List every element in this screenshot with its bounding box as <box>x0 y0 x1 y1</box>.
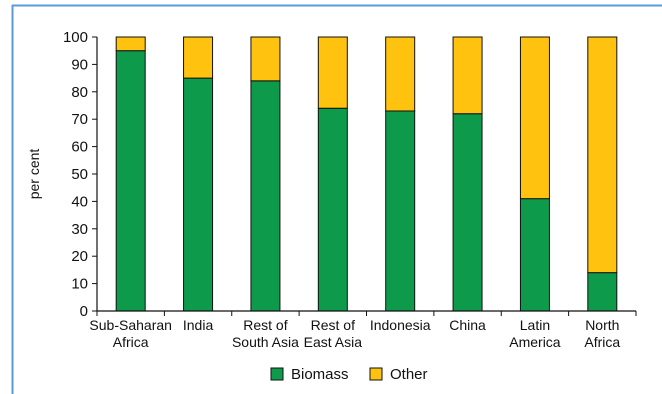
y-tick-label-60: 60 <box>71 139 88 156</box>
y-tick-label-40: 40 <box>71 193 88 210</box>
bar-segment-biomass-4 <box>385 110 416 312</box>
x-tick-label-line: Rest of <box>311 317 355 333</box>
y-axis-title: per cent <box>26 149 42 200</box>
x-tick-label-line: Latin <box>520 317 550 333</box>
x-tick-label-line: Africa <box>113 334 149 350</box>
bar-segment-other-2 <box>250 36 281 82</box>
x-tick-label-line: Sub-Saharan <box>89 317 172 333</box>
bar-segment-other-3 <box>317 36 348 109</box>
x-tick-label-line: Indonesia <box>370 317 431 333</box>
bar-segment-other-5 <box>452 36 483 115</box>
x-tick-label-line: China <box>449 317 486 333</box>
legend: Biomass Other <box>270 366 428 383</box>
bar-segment-biomass-7 <box>587 272 618 312</box>
bar-segment-other-0 <box>115 36 146 52</box>
legend-label-other: Other <box>390 366 428 383</box>
bar-segment-biomass-1 <box>183 77 214 312</box>
x-tick-label-1: India <box>183 317 214 333</box>
bar-segment-biomass-6 <box>519 198 550 312</box>
bar-segment-other-7 <box>587 36 618 274</box>
x-tick-label-line: South Asia <box>232 334 299 350</box>
bar-segment-biomass-3 <box>317 107 348 312</box>
y-tick-label-20: 20 <box>71 248 88 265</box>
y-tick-label-90: 90 <box>71 56 88 73</box>
bar-segment-biomass-5 <box>452 113 483 312</box>
y-tick-label-70: 70 <box>71 111 88 128</box>
x-tick-label-line: America <box>509 334 561 350</box>
axes-group <box>96 37 636 312</box>
bar-segment-biomass-2 <box>250 80 281 312</box>
x-tick-label-line: Rest of <box>243 317 287 333</box>
y-tick-label-10: 10 <box>71 276 88 293</box>
y-tick-label-80: 80 <box>71 84 88 101</box>
x-tick-label-line: East Asia <box>304 334 363 350</box>
legend-swatch-other <box>369 367 383 381</box>
x-tick-label-line: Africa <box>584 334 620 350</box>
y-ticks-group: 0 10 20 30 40 50 60 70 80 90 100 <box>63 29 97 320</box>
bar-segment-other-4 <box>385 36 416 112</box>
y-axis-title-group: per cent <box>26 149 42 200</box>
y-tick-label-100: 100 <box>63 29 88 46</box>
legend-swatch-biomass <box>270 367 284 381</box>
bar-segment-other-6 <box>519 36 550 200</box>
x-tick-label-line: India <box>183 317 214 333</box>
x-tick-label-5: China <box>449 317 486 333</box>
y-tick-label-50: 50 <box>71 166 88 183</box>
bars-group <box>115 36 618 312</box>
bar-segment-other-1 <box>183 36 214 79</box>
frame-border <box>11 4 662 394</box>
x-tick-label-4: Indonesia <box>370 317 431 333</box>
y-tick-label-30: 30 <box>71 221 88 238</box>
legend-label-biomass: Biomass <box>291 366 349 383</box>
bar-segment-biomass-0 <box>115 50 146 312</box>
y-tick-label-0: 0 <box>80 303 88 320</box>
x-tick-label-line: North <box>585 317 619 333</box>
